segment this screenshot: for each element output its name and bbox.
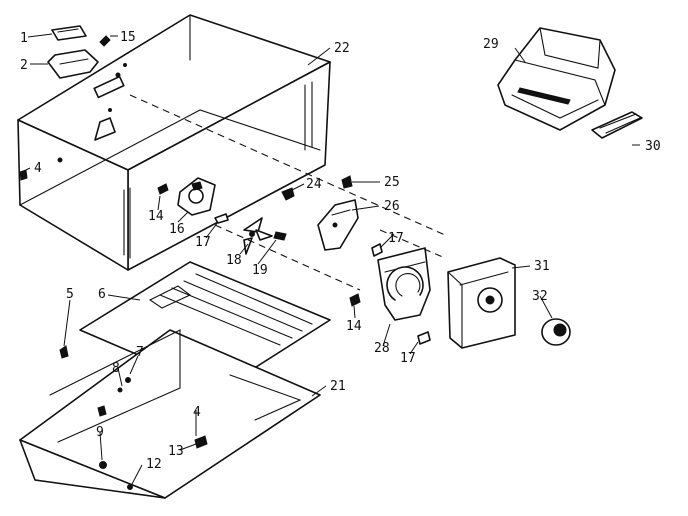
label-1: 1 bbox=[20, 31, 28, 46]
fan-blade-18 bbox=[243, 217, 273, 255]
label-4-lower: 4 bbox=[193, 405, 201, 420]
explode-line-a bbox=[129, 94, 446, 236]
spring-15 bbox=[99, 35, 111, 47]
bucket-lid-30 bbox=[591, 111, 643, 139]
screw-17-a bbox=[214, 213, 229, 224]
grommet-14-top bbox=[157, 183, 169, 195]
fan-shroud-28 bbox=[377, 247, 431, 321]
label-17-a: 17 bbox=[195, 235, 211, 250]
bracket-26 bbox=[317, 199, 359, 251]
screw-17-c bbox=[417, 331, 431, 345]
label-13: 13 bbox=[168, 444, 184, 459]
label-22: 22 bbox=[334, 41, 350, 56]
callout-labels: 1 15 2 22 29 30 4 14 16 17 24 25 26 17 1… bbox=[20, 30, 661, 472]
label-26: 26 bbox=[384, 199, 400, 214]
label-2: 2 bbox=[20, 58, 28, 73]
screw-25 bbox=[341, 175, 353, 189]
base-pan-21 bbox=[19, 329, 321, 499]
screw-17-b bbox=[371, 243, 383, 257]
label-24: 24 bbox=[306, 177, 322, 192]
label-28: 28 bbox=[374, 341, 390, 356]
label-19: 19 bbox=[252, 263, 268, 278]
label-31: 31 bbox=[534, 259, 550, 274]
label-5: 5 bbox=[66, 287, 74, 302]
nut-19 bbox=[273, 231, 287, 241]
clip-24 bbox=[281, 187, 295, 201]
leader-lines bbox=[21, 33, 640, 485]
label-14-top: 14 bbox=[148, 209, 164, 224]
label-14-lower: 14 bbox=[346, 319, 362, 334]
grommet-14-lower bbox=[349, 293, 361, 307]
motor-16 bbox=[177, 177, 216, 216]
label-12: 12 bbox=[146, 457, 162, 472]
label-17-c: 17 bbox=[400, 351, 416, 366]
label-7: 7 bbox=[136, 345, 144, 360]
label-8: 8 bbox=[112, 361, 120, 376]
label-32: 32 bbox=[532, 289, 548, 304]
label-21: 21 bbox=[330, 379, 346, 394]
label-6: 6 bbox=[98, 287, 106, 302]
label-18: 18 bbox=[226, 253, 242, 268]
label-4-top: 4 bbox=[34, 161, 42, 176]
label-15: 15 bbox=[120, 30, 136, 45]
cover-31 bbox=[447, 257, 516, 349]
bracket-2 bbox=[47, 49, 99, 79]
label-16: 16 bbox=[169, 222, 185, 237]
housing-22 bbox=[17, 14, 331, 271]
label-17-b: 17 bbox=[388, 231, 404, 246]
label-29: 29 bbox=[483, 37, 499, 52]
explode-line-b bbox=[214, 224, 361, 291]
label-30: 30 bbox=[645, 139, 661, 154]
label-25: 25 bbox=[384, 175, 400, 190]
handle-1 bbox=[51, 25, 87, 41]
ice-bucket-29 bbox=[497, 27, 616, 131]
label-9: 9 bbox=[96, 425, 104, 440]
knob-32 bbox=[541, 318, 571, 346]
